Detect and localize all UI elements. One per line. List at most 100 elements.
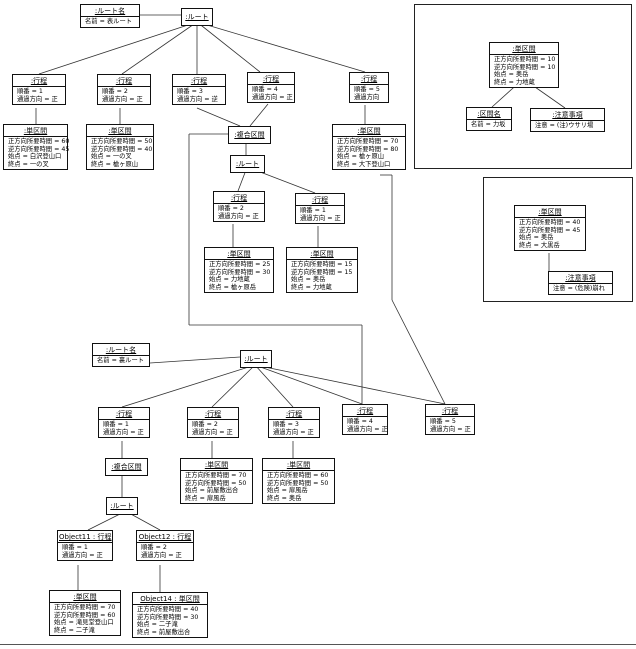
route-box-n2: :ルート [181,8,213,26]
attribute-line: 始点 = 槍ヶ原山 [337,153,385,161]
route-box-n23: :ルート [240,350,272,368]
attribute-line: 名前 = 力坂 [471,121,506,128]
object-title: :単区間 [490,43,558,55]
attribute-line: 正方向所要時間 = 15 [291,261,353,268]
attribute-line: 順番 = 5 [354,86,380,93]
attribute-line: 順番 = 2 [218,205,244,212]
attribute-line: 順番 = 3 [177,88,203,95]
attribute-line: 終点 = 二子滝 [54,626,95,634]
object-title: :単区間 [263,459,334,471]
object-title: :単区間 [333,125,405,137]
attribute-line: 順番 = 4 [252,86,278,93]
attribute-line: 正方向所要時間 = 70 [54,604,116,611]
object-title: :ルート名 [93,344,149,356]
caution-box-n21: :注意事項注意 = (危険)崩れ [548,271,613,295]
attribute-line: 通過方向 = 正 [218,212,259,220]
bottom-border [0,644,636,645]
attribute-line: 終点 = 槍ヶ原山 [91,160,139,168]
attribute-line: 正方向所要時間 = 40 [519,219,581,226]
object-title: Object14 : 単区間 [133,593,207,605]
attribute-line: 通過方向 = 正 [62,551,103,559]
attribute-line: 正方向所要時間 = 25 [209,261,271,268]
object-title: :単区間 [181,459,252,471]
attribute-line: 注意 = (注)ウサリ場 [535,122,594,129]
attribute-line: 逆方向所要時間 = 30 [209,268,271,276]
attribute-line: 順番 = 1 [300,207,326,214]
attribute-line: 順番 = 3 [273,421,299,428]
attribute-list: 注意 = (注)ウサリ場 [531,121,604,131]
attribute-line: 注意 = (危険)崩れ [553,285,605,292]
attribute-list: 名前 = 裏ルート [93,356,149,366]
route-box-n32: :ルート [106,497,138,515]
object-title: :行程 [248,73,294,85]
object-title: :単区間 [515,206,585,218]
object-title: :単区間 [50,591,120,603]
attribute-line: 逆方向所要時間 = 45 [8,145,70,153]
attribute-line: 終点 = 力地蔵 [291,283,332,291]
object-title: :行程 [350,73,388,85]
attribute-line: 始点 = 奥岳 [494,71,529,79]
object-title: :行程 [173,75,225,87]
attribute-line: 通過方向 = 正 [273,428,314,436]
attribute-line: 順番 = 2 [192,421,218,428]
object-title: :単区間 [4,125,67,137]
object-title: :行程 [188,408,238,420]
attribute-line: 通過方向 = 正 [192,428,233,436]
frame-top-right [414,4,632,169]
attribute-line: 正方向所要時間 = 50 [91,138,153,145]
attribute-line: 名前 = 裏ルート [97,357,145,364]
attribute-line: 終点 = 大黒岳 [519,241,560,249]
object-title: :行程 [98,75,150,87]
attribute-line: 順番 = 1 [17,88,43,95]
attribute-line: 順番 = 2 [102,88,128,95]
object-title: :区間名 [467,108,511,120]
attribute-line: 始点 = 奥岳 [291,276,326,284]
attribute-line: 終点 = 一の叉 [8,160,49,168]
object-title: :単区間 [287,248,357,260]
attribute-line: 始点 = 前屋敷出合 [185,487,239,495]
attribute-line: 正方向所要時間 = 70 [185,472,247,479]
object-title: :単区間 [205,248,273,260]
attribute-line: 始点 = 一の叉 [91,153,132,161]
object-title: :行程 [13,75,65,87]
attribute-line: 逆方向所要時間 = 45 [519,226,581,234]
composite-segment-box-n10: :複合区間 [228,126,271,144]
attribute-line: 逆方向所要時間 = 15 [291,268,353,276]
attribute-line: 順番 = 2 [141,544,167,551]
attribute-line: 通過方向 = 正 [252,93,293,101]
attribute-line: 始点 = 奥岳 [519,234,554,242]
attribute-line: 逆方向所要時間 = 50 [185,479,247,487]
attribute-line: 始点 = 二子滝 [137,621,178,629]
object-title: :行程 [296,194,344,206]
object-title: :ルート [185,13,209,21]
attribute-line: 逆方向所要時間 = 30 [137,613,199,621]
object-title: :行程 [343,405,387,417]
object-title: :複合区間 [111,463,142,471]
